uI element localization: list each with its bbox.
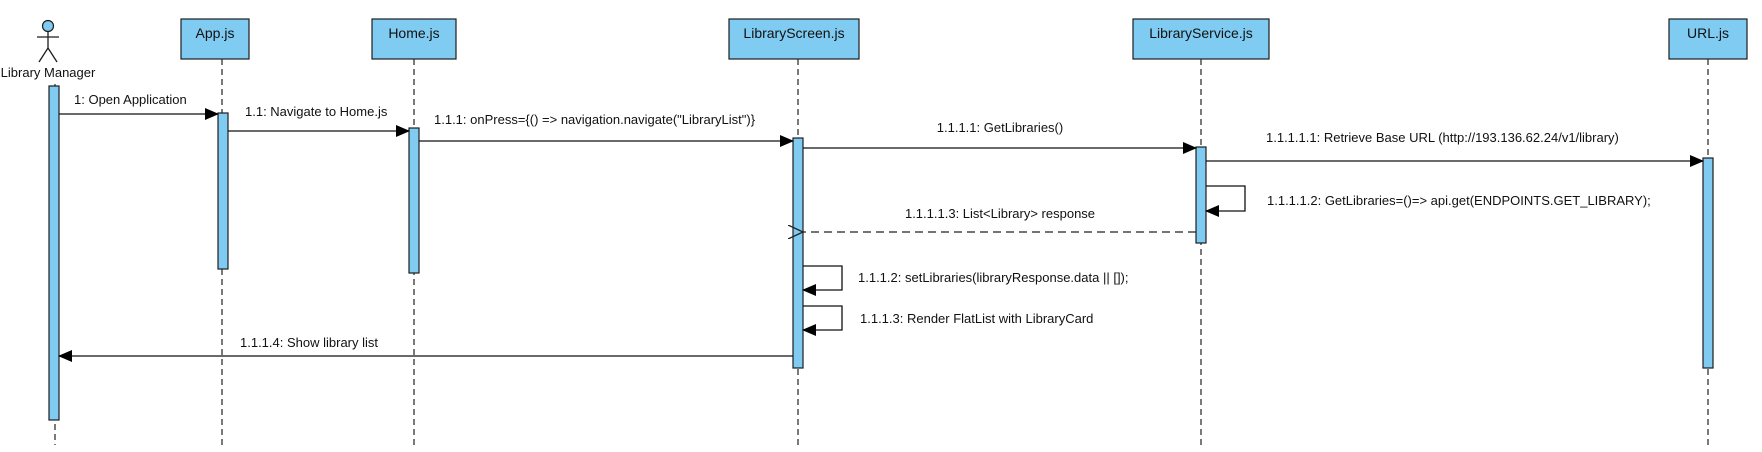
activation-bar-home	[408, 127, 420, 274]
lifeline-name: App.js	[196, 25, 235, 41]
lifeline-head	[371, 18, 457, 60]
message-1-1-1-1-3: 1.1.1.1.3: List<Library> response	[803, 206, 1196, 232]
message-1-1-1-2: 1.1.1.2: setLibraries(libraryResponse.da…	[802, 265, 1129, 296]
self-message-arrow	[802, 305, 843, 336]
message-1-1-1-4: 1.1.1.4: Show library list	[58, 335, 793, 362]
actor-library-manager: Library Manager	[1, 19, 96, 80]
lifeline-name: URL.js	[1687, 25, 1729, 41]
actor-name: Library Manager	[1, 65, 96, 80]
message-1-1-1-3: 1.1.1.3: Render FlatList with LibraryCar…	[802, 305, 1093, 336]
message-label: 1.1.1.2: setLibraries(libraryResponse.da…	[858, 270, 1129, 285]
message-label: 1: Open Application	[74, 92, 187, 107]
message-1: 1: Open Application	[59, 92, 219, 120]
self-message-arrow	[802, 265, 843, 296]
message-1-1-1-1-1: 1.1.1.1.1: Retrieve Base URL (http://193…	[1206, 130, 1704, 167]
self-message-arrow	[1205, 185, 1246, 217]
message-label: 1.1.1.1.1: Retrieve Base URL (http://193…	[1266, 130, 1619, 145]
activation-bar-service	[1195, 146, 1207, 244]
activation-bar-url	[1702, 157, 1714, 369]
activation-bar-app	[217, 112, 229, 270]
lifeline-head	[1132, 18, 1270, 60]
activation-bar-screen	[792, 137, 804, 369]
message-label: 1.1.1.4: Show library list	[240, 335, 378, 350]
stick-figure-icon	[37, 19, 59, 63]
message-label: 1.1.1: onPress={() => navigation.navigat…	[434, 112, 756, 127]
lifeline-service: LibraryService.js	[1132, 18, 1270, 60]
lifeline-head	[180, 18, 250, 60]
lifeline-url: URL.js	[1668, 18, 1748, 60]
message-1-1-1: 1.1.1: onPress={() => navigation.navigat…	[419, 112, 794, 147]
lifeline-head	[728, 18, 860, 60]
message-1-1: 1.1: Navigate to Home.js	[228, 104, 410, 137]
lifeline-head	[1668, 18, 1748, 60]
message-label: 1.1.1.1: GetLibraries()	[937, 120, 1063, 135]
message-label: 1.1.1.1.3: List<Library> response	[905, 206, 1095, 221]
message-label: 1.1.1.1.2: GetLibraries=()=> api.get(END…	[1267, 193, 1651, 208]
message-label: 1.1: Navigate to Home.js	[245, 104, 388, 119]
activation-bar-actor	[48, 85, 60, 421]
message-1-1-1-1: 1.1.1.1: GetLibraries()	[803, 120, 1197, 154]
lifeline-screen: LibraryScreen.js	[728, 18, 860, 60]
lifeline-name: LibraryService.js	[1149, 25, 1252, 41]
lifeline-name: Home.js	[388, 25, 439, 41]
message-label: 1.1.1.3: Render FlatList with LibraryCar…	[860, 311, 1093, 326]
message-1-1-1-1-2: 1.1.1.1.2: GetLibraries=()=> api.get(END…	[1205, 185, 1651, 217]
lifeline-app: App.js	[180, 18, 250, 60]
lifeline-home: Home.js	[371, 18, 457, 60]
lifeline-name: LibraryScreen.js	[743, 25, 844, 41]
